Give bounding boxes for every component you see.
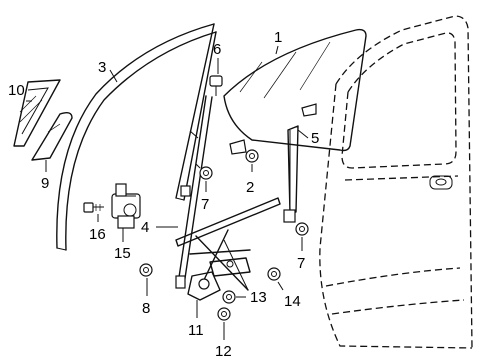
callout-3: 3	[98, 59, 106, 76]
leader-lines	[26, 45, 309, 340]
bolt-12	[217, 307, 231, 321]
bolt-14	[267, 267, 281, 281]
quarter-glass	[31, 111, 73, 161]
callout-2: 2	[246, 179, 254, 196]
bolt-7a	[195, 163, 213, 180]
bolt-13	[222, 290, 236, 304]
callout-5: 5	[311, 130, 319, 147]
callout-12: 12	[215, 343, 232, 360]
callout-14: 14	[284, 293, 301, 310]
quarter-frame	[13, 79, 61, 147]
regulator-motor	[111, 183, 141, 229]
door-glass	[223, 28, 367, 155]
callout-13: 13	[250, 289, 267, 306]
window-regulator	[175, 197, 281, 301]
front-guide	[283, 125, 299, 223]
callout-7b: 7	[297, 255, 305, 272]
callout-8: 8	[142, 300, 150, 317]
callout-labels: 1 2 3 4 5 6 7 7 8 9 10 11 12 13 14 15 16	[8, 29, 319, 360]
rear-channel	[175, 95, 213, 289]
bolt-6	[209, 75, 223, 96]
bolt-16	[83, 202, 104, 213]
callout-16: 16	[89, 226, 106, 243]
callout-9: 9	[41, 175, 49, 192]
callout-7a: 7	[201, 196, 209, 213]
bolt-7b	[295, 222, 309, 236]
callout-15: 15	[114, 245, 131, 262]
callout-6: 6	[213, 41, 221, 58]
callout-4: 4	[141, 219, 149, 236]
door-outline	[319, 15, 473, 349]
bolt-8	[139, 263, 153, 277]
callout-11: 11	[188, 322, 204, 339]
glass-run-channel	[56, 23, 217, 251]
callout-10: 10	[8, 82, 25, 99]
bolt-2	[245, 149, 259, 163]
callout-1: 1	[274, 29, 282, 46]
